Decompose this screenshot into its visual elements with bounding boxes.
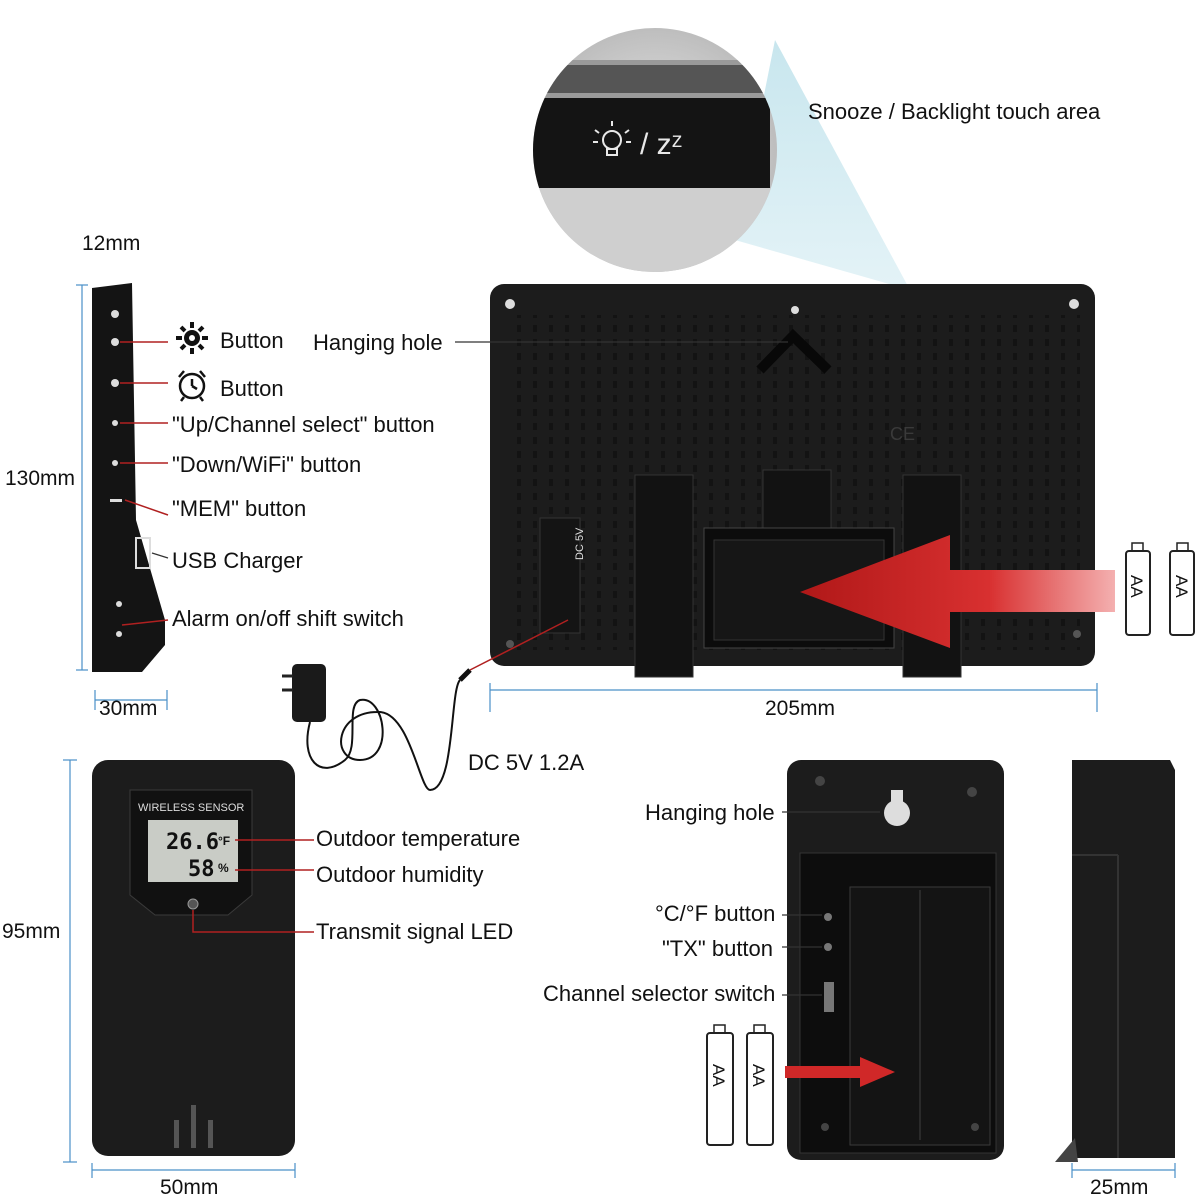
side-btn-4	[112, 420, 118, 426]
main-battery-1-label: AA	[1127, 575, 1146, 598]
sensor-depth: 25mm	[1090, 1176, 1148, 1199]
svg-text:DC 5V: DC 5V	[574, 527, 586, 560]
main-battery-2-label: AA	[1172, 575, 1191, 598]
main-batteries: AA AA	[1125, 542, 1195, 636]
label-tx-button: "TX" button	[662, 936, 773, 961]
side-body	[92, 283, 165, 672]
sensor-battery-arrow	[785, 1057, 895, 1087]
side-width-bottom: 30mm	[99, 697, 157, 720]
label-power: DC 5V 1.2A	[468, 750, 584, 775]
side-height: 130mm	[5, 467, 75, 490]
transmit-led	[187, 898, 199, 910]
channel-switch	[824, 982, 834, 1012]
side-switch-1	[116, 601, 122, 607]
sensor-width: 50mm	[160, 1176, 218, 1199]
lcd-hum-unit: %	[218, 861, 229, 875]
backlight-icon	[593, 121, 631, 156]
label-alarm-button: Button	[220, 376, 284, 401]
ce-mark: CE	[890, 424, 915, 444]
main-width: 205mm	[765, 697, 835, 720]
label-backlight-button: Button	[220, 328, 284, 353]
power-adapter	[282, 664, 472, 792]
side-btn-1	[111, 310, 119, 318]
side-btn-mem	[110, 499, 122, 502]
alarm-clock-icon	[178, 370, 206, 402]
lcd-hum-value: 58	[188, 857, 215, 882]
sensor-battery-1-label: AA	[709, 1064, 728, 1087]
hanging-hole-main	[756, 328, 832, 374]
label-down-button: "Down/WiFi" button	[172, 452, 361, 477]
usb-port	[135, 537, 151, 569]
snooze-caption: Snooze / Backlight touch area	[808, 99, 1101, 124]
label-channel-switch: Channel selector switch	[543, 981, 775, 1006]
battery-insert-arrow	[800, 535, 1115, 648]
label-up-button: "Up/Channel select" button	[172, 412, 435, 437]
sensor-lcd	[148, 820, 238, 882]
label-mem-button: "MEM" button	[172, 496, 306, 521]
sensor-back: AA AA Hanging hole °C/°F button "TX" but…	[543, 760, 1004, 1160]
side-profile: 12mm 130mm 30mm	[5, 232, 435, 720]
side-switch-2	[116, 631, 122, 637]
label-hanging-hole-main: Hanging hole	[313, 330, 443, 355]
side-width-top: 12mm	[82, 232, 140, 255]
side-btn-5	[112, 460, 118, 466]
sensor-battery-2-label: AA	[749, 1064, 768, 1087]
snooze-icon-text: / zᶻ	[640, 128, 682, 161]
label-hanging-hole-sensor: Hanging hole	[645, 800, 775, 825]
sensor-side-body	[1072, 760, 1175, 1158]
lcd-temp-unit: °F	[218, 834, 230, 848]
zoom-beam	[735, 40, 910, 290]
label-transmit-led: Transmit signal LED	[316, 919, 513, 944]
label-outdoor-hum: Outdoor humidity	[316, 862, 484, 887]
sensor-height: 95mm	[2, 920, 60, 943]
label-usb-charger: USB Charger	[172, 548, 303, 573]
sensor-batteries: AA AA	[706, 1024, 774, 1146]
label-cf-button: °C/°F button	[655, 901, 775, 926]
label-outdoor-temp: Outdoor temperature	[316, 826, 520, 851]
sensor-brand: WIRELESS SENSOR	[138, 802, 244, 814]
side-btn-3	[111, 379, 119, 387]
lcd-temp-value: 26.6	[166, 830, 219, 855]
side-btn-2	[111, 338, 119, 346]
zoom-callout: / zᶻ Snooze / Backlight touch area	[533, 28, 1101, 290]
label-alarm-switch: Alarm on/off shift switch	[172, 606, 404, 631]
sun-icon	[176, 322, 208, 354]
sensor-front: 95mm WIRELESS SENSOR 26.6 °F 58 % Outdoo…	[2, 759, 520, 1199]
sensor-side: 25mm	[1055, 760, 1176, 1199]
main-unit-back: CE DC 5V AA AA Hanging hole 205mm	[282, 284, 1195, 792]
